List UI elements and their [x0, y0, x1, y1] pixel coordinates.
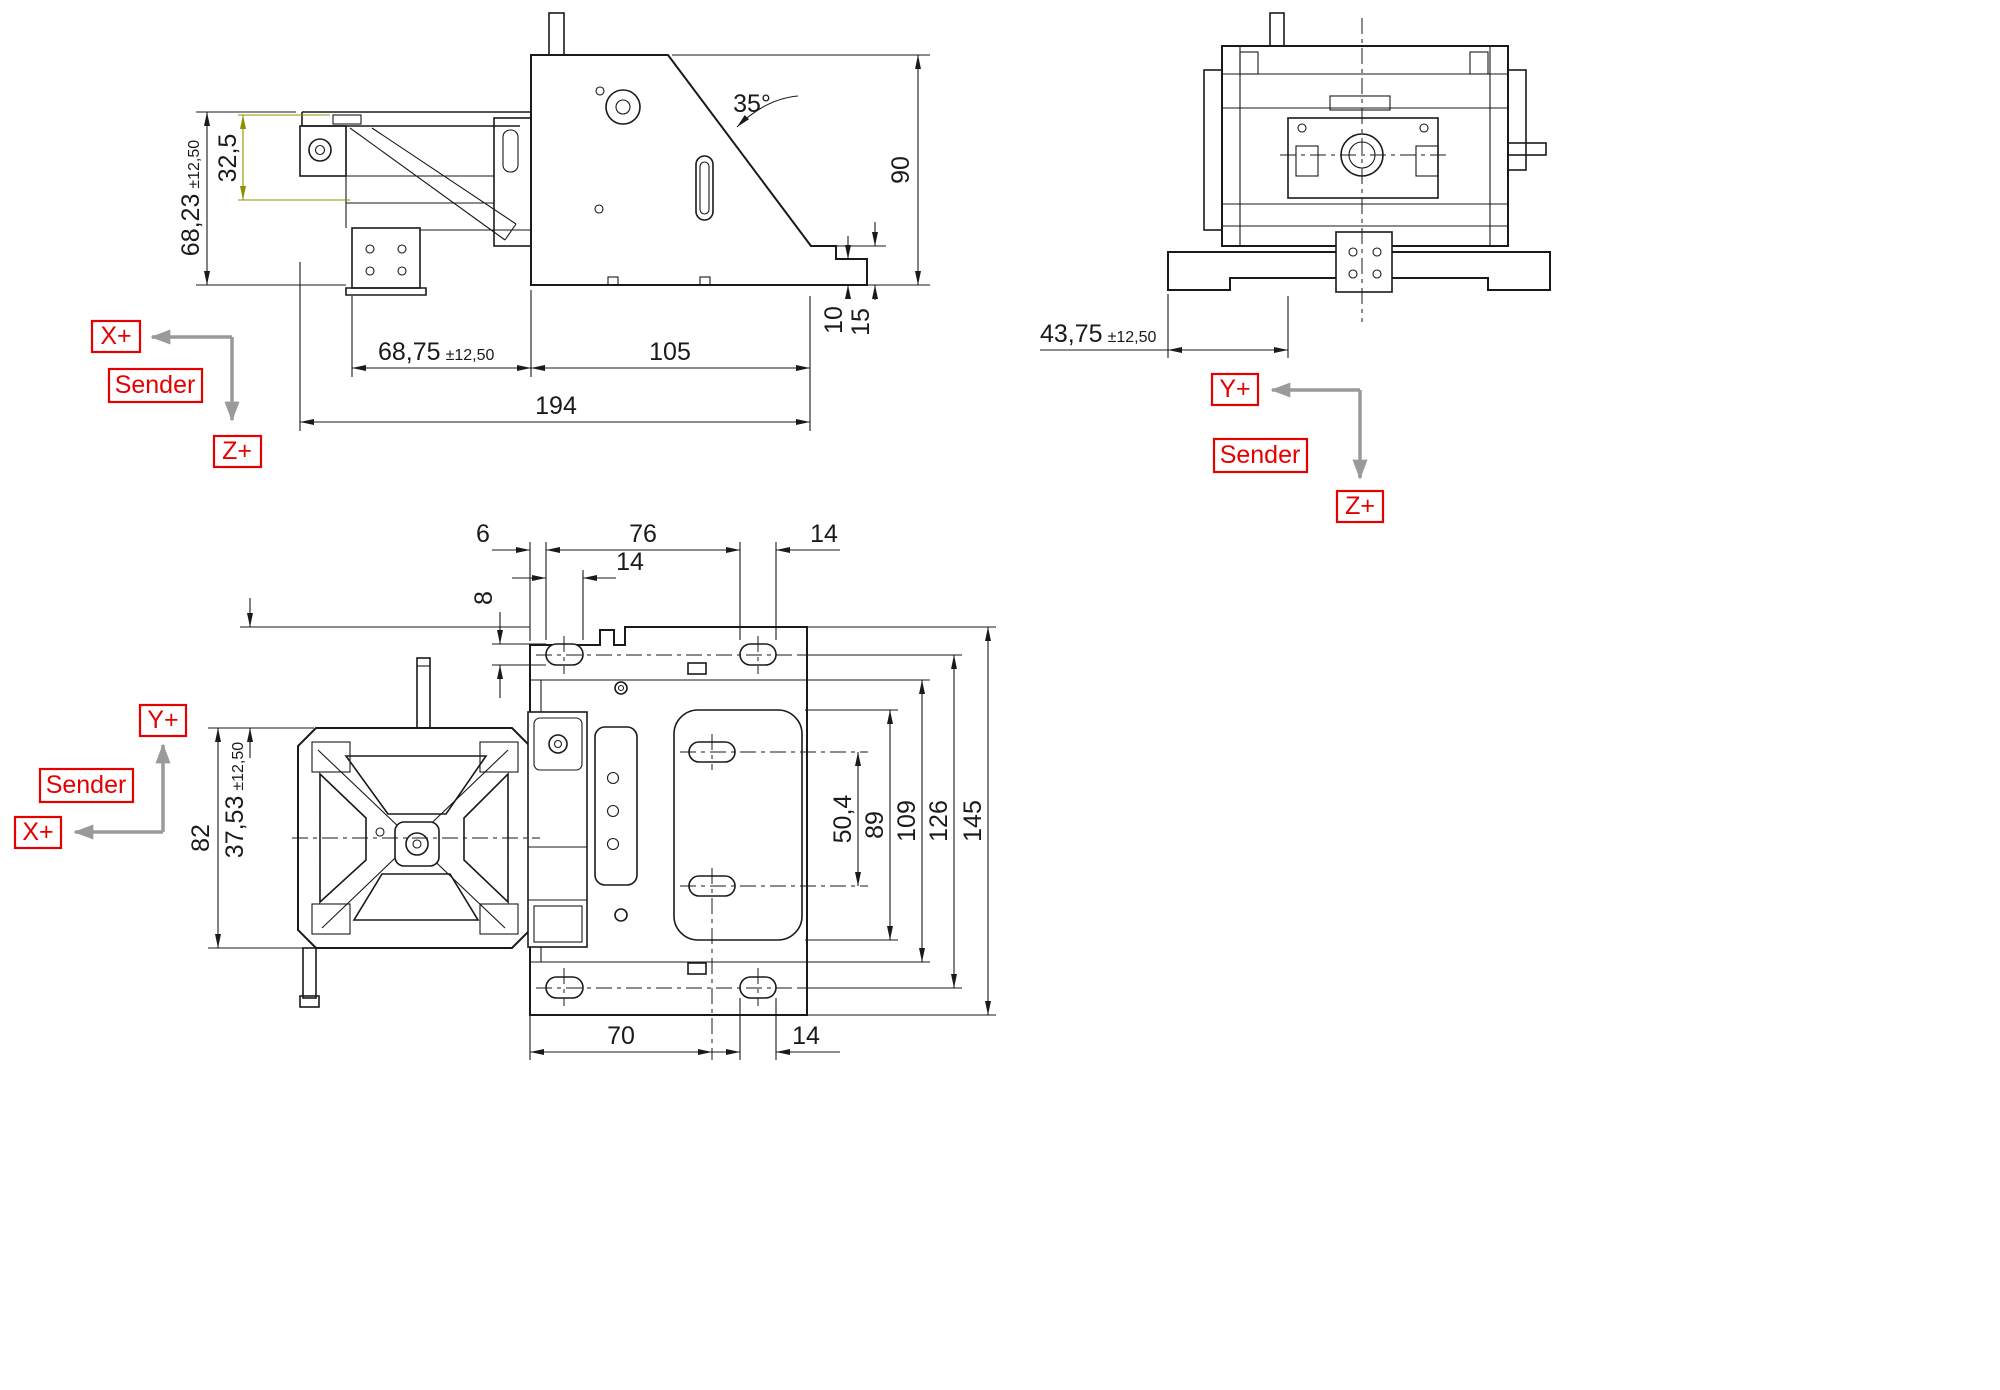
dim-90-label: 90 [887, 156, 915, 184]
sender-label: Sender [115, 371, 196, 399]
front-view: 35° 90 10 15 68,75±12,50 105 [90, 12, 930, 469]
top-view-axes: Y+ Sender X+ [13, 703, 188, 850]
axis-x-box [90, 319, 142, 354]
axis-x-label: X+ [100, 322, 131, 350]
dim-70-label: 70 [607, 1022, 635, 1050]
side-view-geometry [1167, 12, 1551, 322]
dim-68-23-label: 68,23±12,50 [177, 140, 205, 256]
axis-y-box [1210, 372, 1260, 407]
sender-label: Sender [46, 771, 127, 799]
front-view-geometry [299, 12, 868, 296]
dim-76-label: 76 [629, 520, 657, 548]
dim-43-75-label: 43,75±12,50 [1040, 320, 1156, 348]
dim-105-label: 105 [649, 338, 691, 366]
side-view: 43,75±12,50 Y+ Sender Z+ [1040, 12, 1551, 524]
sender-label: Sender [1220, 441, 1301, 469]
axis-x-box [13, 815, 63, 850]
axis-z-box [212, 434, 263, 469]
front-view-axes: X+ Sender Z+ [90, 319, 263, 469]
axis-z-label: Z+ [222, 437, 252, 465]
dim-126-label: 126 [925, 800, 953, 842]
axis-y-label: Y+ [147, 706, 178, 734]
side-view-dimensions: 43,75±12,50 [1040, 294, 1289, 358]
dim-14-top-label: 14 [810, 520, 838, 548]
dim-37-53-label: 37,53±12,50 [221, 742, 249, 858]
axis-x-label: X+ [22, 818, 53, 846]
dim-15-label: 15 [847, 308, 875, 336]
sender-box [107, 367, 204, 404]
top-view: 6 76 14 14 8 82 [13, 520, 996, 1060]
sender-box [38, 767, 135, 804]
dim-32-5-label: 32,5 [214, 134, 242, 183]
dim-10-label: 10 [820, 306, 848, 334]
axis-z-box [1335, 489, 1385, 524]
dim-6-label: 6 [476, 520, 490, 548]
axis-z-label: Z+ [1345, 492, 1375, 520]
sender-box [1212, 437, 1309, 474]
top-view-dimensions: 6 76 14 14 8 82 [187, 520, 996, 1060]
top-view-geometry [292, 626, 868, 1060]
dim-14-slot-label: 14 [616, 548, 644, 576]
angle-35-label: 35° [733, 90, 771, 118]
dim-194-label: 194 [535, 392, 577, 420]
dim-145-label: 145 [959, 800, 987, 842]
dim-89-label: 89 [861, 811, 889, 839]
front-view-dimensions: 35° 90 10 15 68,75±12,50 105 [177, 54, 930, 431]
dim-50-4-label: 50,4 [829, 795, 857, 844]
dim-14-bottom-label: 14 [792, 1022, 820, 1050]
axis-y-label: Y+ [1219, 375, 1250, 403]
side-view-axes: Y+ Sender Z+ [1210, 372, 1385, 524]
dim-8-label: 8 [470, 591, 498, 605]
axis-y-box [138, 703, 188, 738]
dim-109-label: 109 [893, 800, 921, 842]
dim-68-75-label: 68,75±12,50 [378, 338, 494, 366]
dim-82-label: 82 [187, 824, 215, 852]
